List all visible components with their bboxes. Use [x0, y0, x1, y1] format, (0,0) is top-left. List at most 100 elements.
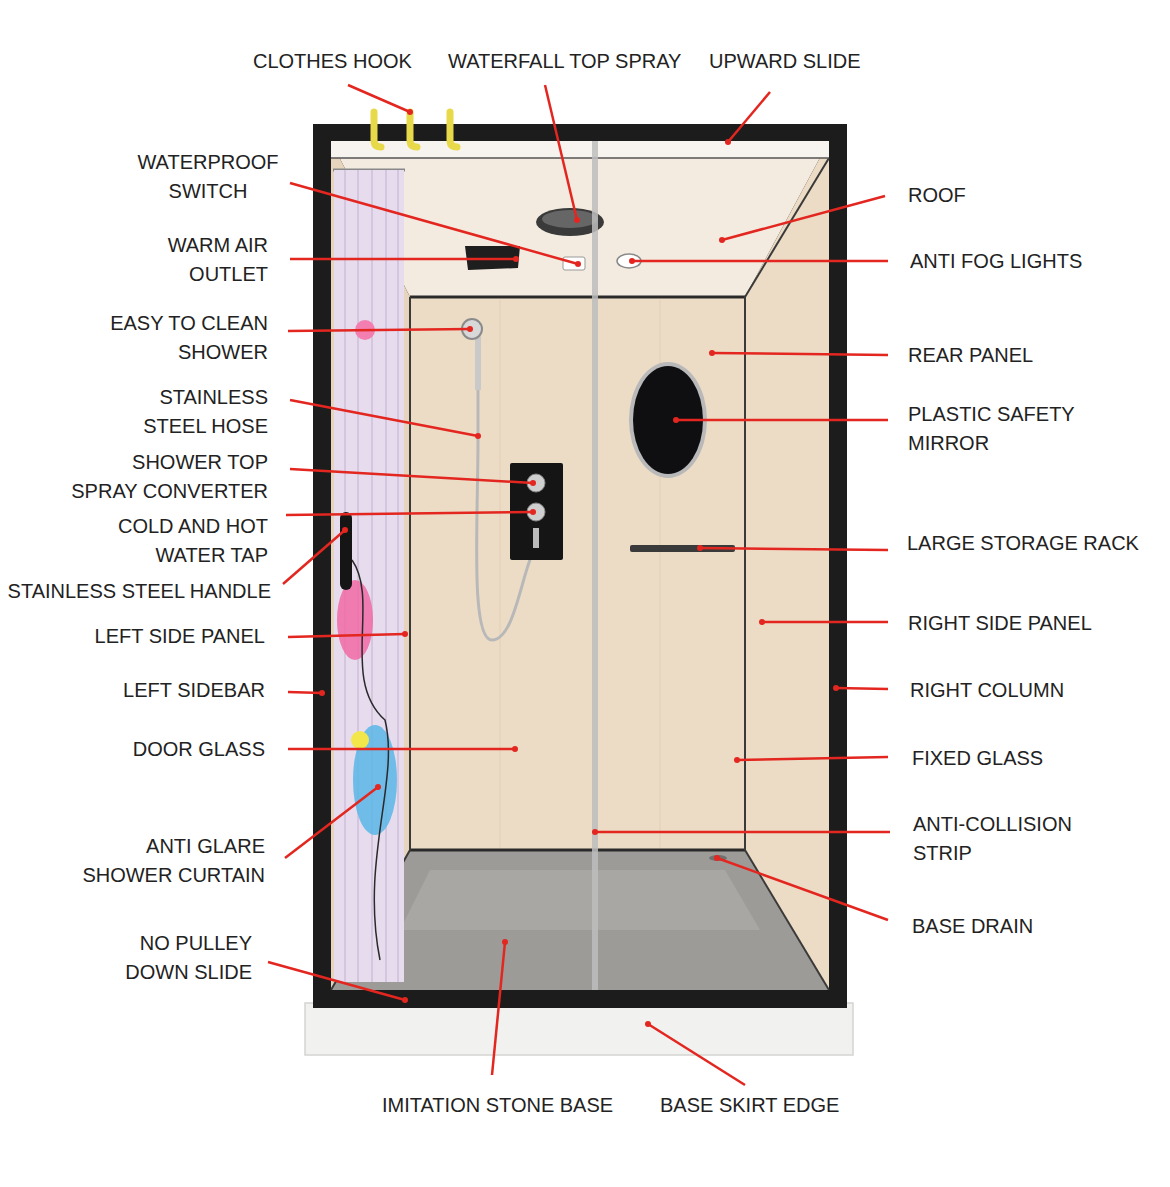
- top-rail: [331, 141, 829, 158]
- leader-dot: [645, 1021, 651, 1027]
- part-label: WARM AIR OUTLET: [128, 231, 268, 289]
- leader-dot: [719, 237, 725, 243]
- curtain-print: [351, 731, 369, 749]
- leader-dot: [574, 217, 580, 223]
- hook: [450, 112, 457, 147]
- trim: [745, 158, 829, 297]
- top-spray-face: [542, 210, 598, 228]
- stone-base: [305, 1003, 853, 1055]
- leader-line: [268, 962, 405, 1000]
- leader-dot: [714, 855, 720, 861]
- trim: [410, 849, 745, 852]
- leader-line: [632, 260, 888, 263]
- leader-line: [285, 787, 378, 858]
- leader-dot: [673, 417, 679, 423]
- part-label: ROOF: [908, 181, 966, 210]
- rear-wall: [410, 297, 745, 850]
- leader-dot: [475, 433, 481, 439]
- leader-line: [288, 748, 515, 751]
- leader-line: [737, 757, 888, 760]
- leader-line: [348, 85, 410, 112]
- leader-line: [595, 831, 890, 834]
- leader-line: [286, 512, 533, 515]
- leader-dot: [709, 350, 715, 356]
- trim: [409, 297, 411, 850]
- part-label: BASE DRAIN: [912, 912, 1033, 941]
- part-label: WATERPROOF SWITCH: [123, 148, 293, 206]
- part-label: FIXED GLASS: [912, 744, 1043, 773]
- part-label: CLOTHES HOOK: [253, 47, 412, 76]
- leader-dot: [734, 757, 740, 763]
- leader-dot: [725, 139, 731, 145]
- hook: [374, 112, 381, 147]
- leader-dot: [513, 256, 519, 262]
- leader-dot: [530, 480, 536, 486]
- leader-line: [283, 530, 345, 584]
- part-label: ANTI-COLLISION STRIP: [913, 810, 1103, 868]
- part-label: ANTI FOG LIGHTS: [910, 247, 1082, 276]
- part-label: STAINLESS STEEL HOSE: [118, 383, 268, 441]
- leader-line: [762, 621, 888, 624]
- floor-texture: [400, 870, 760, 930]
- anti-collision-strip: [592, 141, 598, 990]
- leader-line: [290, 183, 578, 264]
- part-label: EASY TO CLEAN SHOWER: [68, 309, 268, 367]
- leader-line: [492, 942, 505, 1075]
- leader-line: [836, 688, 888, 689]
- part-label: IMITATION STONE BASE: [382, 1091, 613, 1120]
- hook: [410, 112, 417, 147]
- leader-dot: [502, 939, 508, 945]
- leader-line: [722, 196, 885, 240]
- leader-dot: [402, 997, 408, 1003]
- trim: [410, 296, 745, 299]
- leader-dot: [375, 784, 381, 790]
- part-label: REAR PANEL: [908, 341, 1033, 370]
- roof-panel: [331, 141, 829, 297]
- leader-line: [728, 92, 770, 142]
- hose-outlet: [533, 528, 539, 548]
- leader-line: [648, 1024, 745, 1085]
- part-label: ANTI GLARE SHOWER CURTAIN: [70, 832, 265, 890]
- leader-line: [290, 469, 533, 483]
- part-label: STAINLESS STEEL HANDLE: [8, 577, 271, 606]
- leader-line: [288, 329, 470, 331]
- leader-dot: [629, 258, 635, 264]
- part-label: RIGHT SIDE PANEL: [908, 609, 1092, 638]
- leader-dot: [319, 690, 325, 696]
- leader-line: [717, 858, 888, 920]
- leader-line: [288, 692, 322, 693]
- leader-dot: [407, 109, 413, 115]
- trim: [745, 850, 829, 990]
- part-label: NO PULLEY DOWN SLIDE: [102, 929, 252, 987]
- curtain-print: [337, 580, 373, 660]
- panel-seam: [500, 300, 501, 848]
- leader-dot: [592, 829, 598, 835]
- leader-line: [676, 419, 888, 422]
- leader-line: [290, 258, 516, 261]
- curtain: [334, 170, 404, 982]
- top-rail-edge: [331, 157, 829, 159]
- leader-dot: [342, 527, 348, 533]
- right-wall: [745, 141, 829, 990]
- part-label: BASE SKIRT EDGE: [660, 1091, 839, 1120]
- leader-dot: [467, 326, 473, 332]
- curtain-fold: [345, 170, 398, 982]
- door-handle: [340, 512, 352, 590]
- bottom-rail: [313, 990, 847, 1008]
- part-label: LEFT SIDEBAR: [123, 676, 265, 705]
- leader-line: [288, 634, 405, 637]
- leader-line: [545, 85, 577, 220]
- leader-dot: [833, 685, 839, 691]
- trim: [744, 297, 746, 850]
- leader-dot: [402, 631, 408, 637]
- part-label: UPWARD SLIDE: [709, 47, 861, 76]
- leader-dot: [530, 509, 536, 515]
- leader-dot: [512, 746, 518, 752]
- leader-line: [712, 353, 888, 355]
- part-label: RIGHT COLUMN: [910, 676, 1064, 705]
- part-label: SHOWER TOP SPRAY CONVERTER: [64, 448, 268, 506]
- leader-line: [290, 400, 478, 436]
- part-label: LARGE STORAGE RACK: [907, 529, 1139, 558]
- part-label: DOOR GLASS: [133, 735, 265, 764]
